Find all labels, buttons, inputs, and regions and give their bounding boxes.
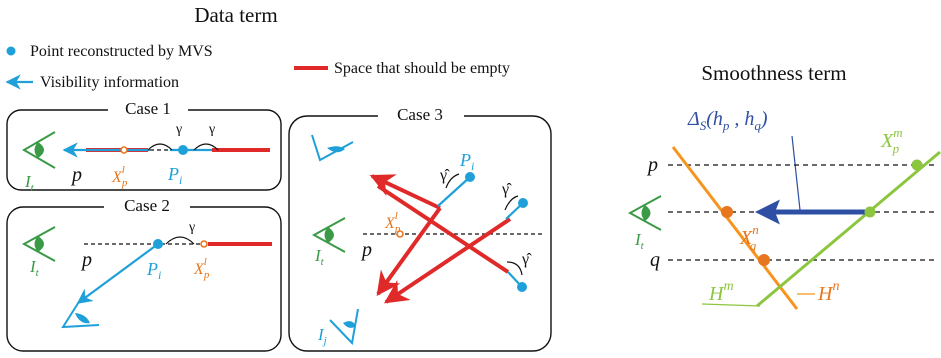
camera-icon: [311, 134, 354, 162]
smooth-p-label: p: [646, 154, 658, 176]
case1-point-pi: [178, 145, 188, 155]
case2-angle-arc: [165, 236, 195, 245]
camera-icon: [311, 217, 346, 253]
case2-title: Case 2: [124, 196, 170, 215]
camera-icon: [21, 226, 56, 262]
legend-empty-label: Space that should be empty: [334, 60, 510, 77]
case3-empty-arrow-3: [384, 217, 512, 304]
h-m-label: Hm: [708, 279, 734, 305]
case1-gamma-right: γ: [208, 122, 215, 137]
legend-visibility-label: Visibility information: [40, 74, 179, 91]
case3-xpl-point: [396, 230, 404, 238]
case3-empty-arrow-1: [369, 174, 441, 210]
case1-title: Case 1: [125, 99, 171, 118]
case3-p-label: p: [360, 239, 372, 261]
case3-gamma-hat-2: γ̂: [501, 181, 512, 198]
case2-frame: [6, 206, 282, 352]
case1-p-label: p: [70, 164, 82, 186]
case3-gamma-hat-1: γ̂: [439, 167, 450, 184]
case3-panel: Case 3 It Ij γ̂ γ̂ γ̂ P: [288, 105, 552, 352]
case1-angle-arc-left: [147, 143, 173, 151]
point-xpm: [911, 159, 923, 171]
case3-point-3: [517, 282, 527, 292]
case2-xpl-point: [200, 240, 208, 248]
camera-icon: [61, 296, 100, 329]
case1-xpl-point: [120, 146, 128, 154]
case3-pi-label: Pi: [459, 150, 474, 173]
legend-point-label: Point reconstructed by MVS: [30, 43, 213, 60]
case2-camera-label: It: [29, 257, 40, 279]
point-xqn: [721, 206, 733, 218]
case3-point-1: [465, 172, 475, 182]
case3-visibility-1: [437, 176, 471, 207]
case3-gamma-hat-3: γ̂: [521, 251, 532, 268]
case3-angle-arc-2: [504, 195, 519, 211]
surface-h-m: [756, 150, 941, 308]
smooth-camera-label: It: [634, 230, 645, 252]
h-m-leader: [701, 303, 761, 307]
camera-icon: [22, 131, 56, 169]
legend: Point reconstructed by MVS Visibility in…: [5, 43, 510, 91]
case3-camera-label: It: [314, 246, 325, 268]
case2-pi-label: Pi: [146, 259, 161, 282]
case3-point-2: [518, 198, 528, 208]
camera-icon: [329, 308, 359, 346]
point-green-center: [864, 206, 876, 218]
case2-visibility-arrow: [76, 243, 159, 304]
case3-angle-arc-3: [506, 261, 523, 276]
point-orange-lower: [758, 254, 770, 266]
smoothness-term-title: Smoothness term: [701, 61, 846, 85]
case1-camera-label: It: [24, 172, 35, 194]
surface-h-n: [671, 146, 799, 310]
case3-title: Case 3: [397, 105, 443, 124]
data-term-title: Data term: [194, 3, 277, 27]
h-n-label: Hn: [817, 279, 839, 305]
case3-empty-segment-4: [376, 184, 510, 274]
case1-gamma-left: γ: [175, 122, 182, 137]
case1-angle-arc-right: [193, 143, 219, 151]
camera-icon: [627, 195, 662, 231]
delta-s-label: ΔS(hp , hq): [687, 108, 768, 133]
delta-s-leader: [791, 135, 801, 211]
legend-point-marker: [6, 46, 16, 56]
case3-camera-j-label: Ij: [317, 325, 327, 347]
smooth-q-label: q: [650, 249, 660, 271]
case2-gamma: γ: [188, 220, 195, 235]
case2-point-pi: [153, 239, 163, 249]
case2-p-label: p: [80, 249, 92, 271]
case1-pi-label: Pi: [167, 164, 182, 187]
case3-angle-arc-1: [445, 173, 460, 189]
